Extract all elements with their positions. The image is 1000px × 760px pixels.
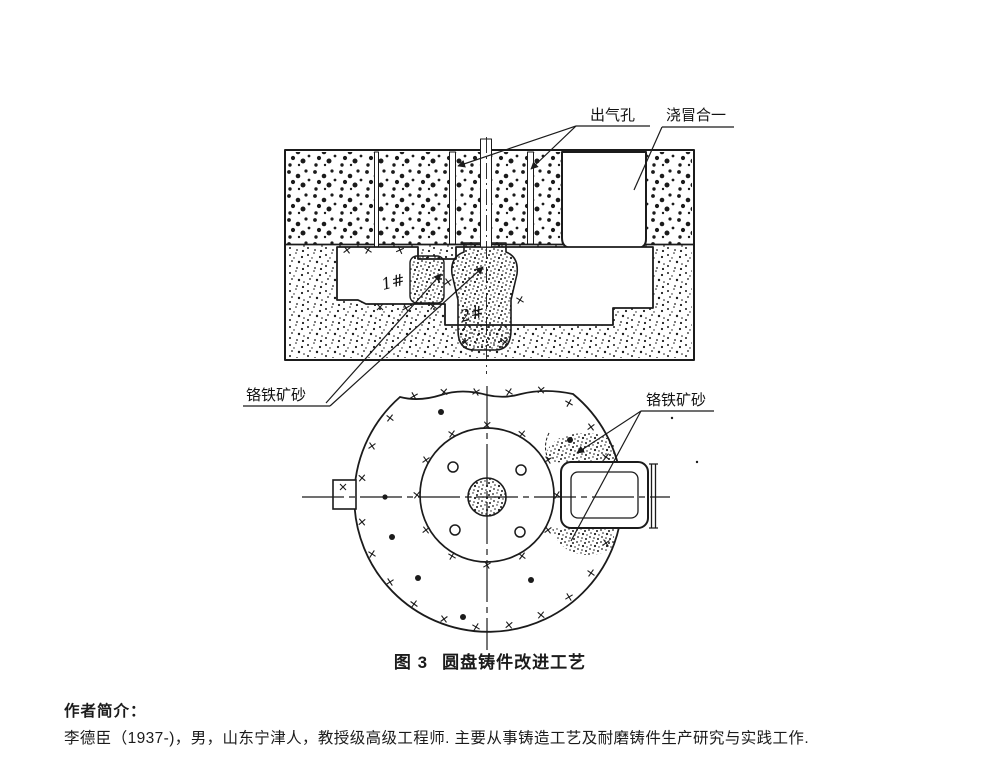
sprue-channel bbox=[480, 138, 492, 248]
chromite-patch-lower bbox=[552, 528, 614, 556]
chromite-hub-2 bbox=[450, 242, 519, 351]
riser-plan-inner bbox=[570, 471, 639, 519]
dot bbox=[460, 614, 466, 620]
riser-plan-outer bbox=[560, 461, 649, 529]
label-chromite-right: 铬铁矿砂 bbox=[646, 392, 706, 409]
vent-channel-1 bbox=[449, 151, 456, 245]
chromite-pocket-1 bbox=[409, 255, 445, 304]
centerline-dot bbox=[382, 494, 388, 500]
figure-caption-title: 圆盘铸件改进工艺 bbox=[442, 653, 587, 672]
dot bbox=[438, 409, 444, 415]
figure-3-diagram: 出气孔 浇冒合一 铬铁矿砂 铬铁矿砂 1# 2# bbox=[243, 107, 734, 650]
leader-chromite-right-1 bbox=[576, 410, 642, 454]
hole bbox=[449, 524, 461, 536]
mold-cross-section bbox=[284, 137, 695, 374]
author-bio-text: 李德臣（1937-)，男，山东宁津人，教授级高级工程师. 主要从事铸造工艺及耐磨… bbox=[64, 730, 810, 747]
annotations bbox=[243, 125, 734, 542]
dot bbox=[567, 437, 573, 443]
disc-plan-view bbox=[302, 386, 699, 650]
leader-chromite-right-2 bbox=[570, 410, 642, 542]
leader-riser bbox=[633, 126, 663, 191]
keyway-tab bbox=[332, 479, 357, 510]
riser-plan-end bbox=[649, 463, 658, 529]
speck bbox=[695, 460, 699, 464]
hole bbox=[514, 526, 526, 538]
riser-cavity bbox=[561, 151, 647, 249]
leader-air-vent-2 bbox=[530, 125, 577, 170]
speck bbox=[670, 416, 674, 420]
author-bio-heading: 作者简介： bbox=[64, 703, 147, 720]
leader-air-vent-1 bbox=[457, 125, 577, 168]
dot bbox=[389, 534, 395, 540]
leader-chromite-left-1 bbox=[325, 273, 442, 404]
label-riser-combined: 浇冒合一 bbox=[666, 107, 726, 124]
label-chromite-left: 铬铁矿砂 bbox=[246, 387, 306, 404]
hole bbox=[447, 461, 459, 473]
chromite-patch-boundary bbox=[545, 432, 550, 462]
figure-caption-number: 图 3 bbox=[393, 653, 429, 672]
hole bbox=[515, 464, 527, 476]
dot bbox=[415, 575, 421, 581]
vent-channel-2 bbox=[527, 151, 534, 245]
dot bbox=[528, 577, 534, 583]
leader-chromite-left-2 bbox=[329, 266, 484, 407]
figure-caption: 图 3 圆盘铸件改进工艺 bbox=[0, 648, 980, 673]
label-air-vent: 出气孔 bbox=[590, 107, 635, 124]
